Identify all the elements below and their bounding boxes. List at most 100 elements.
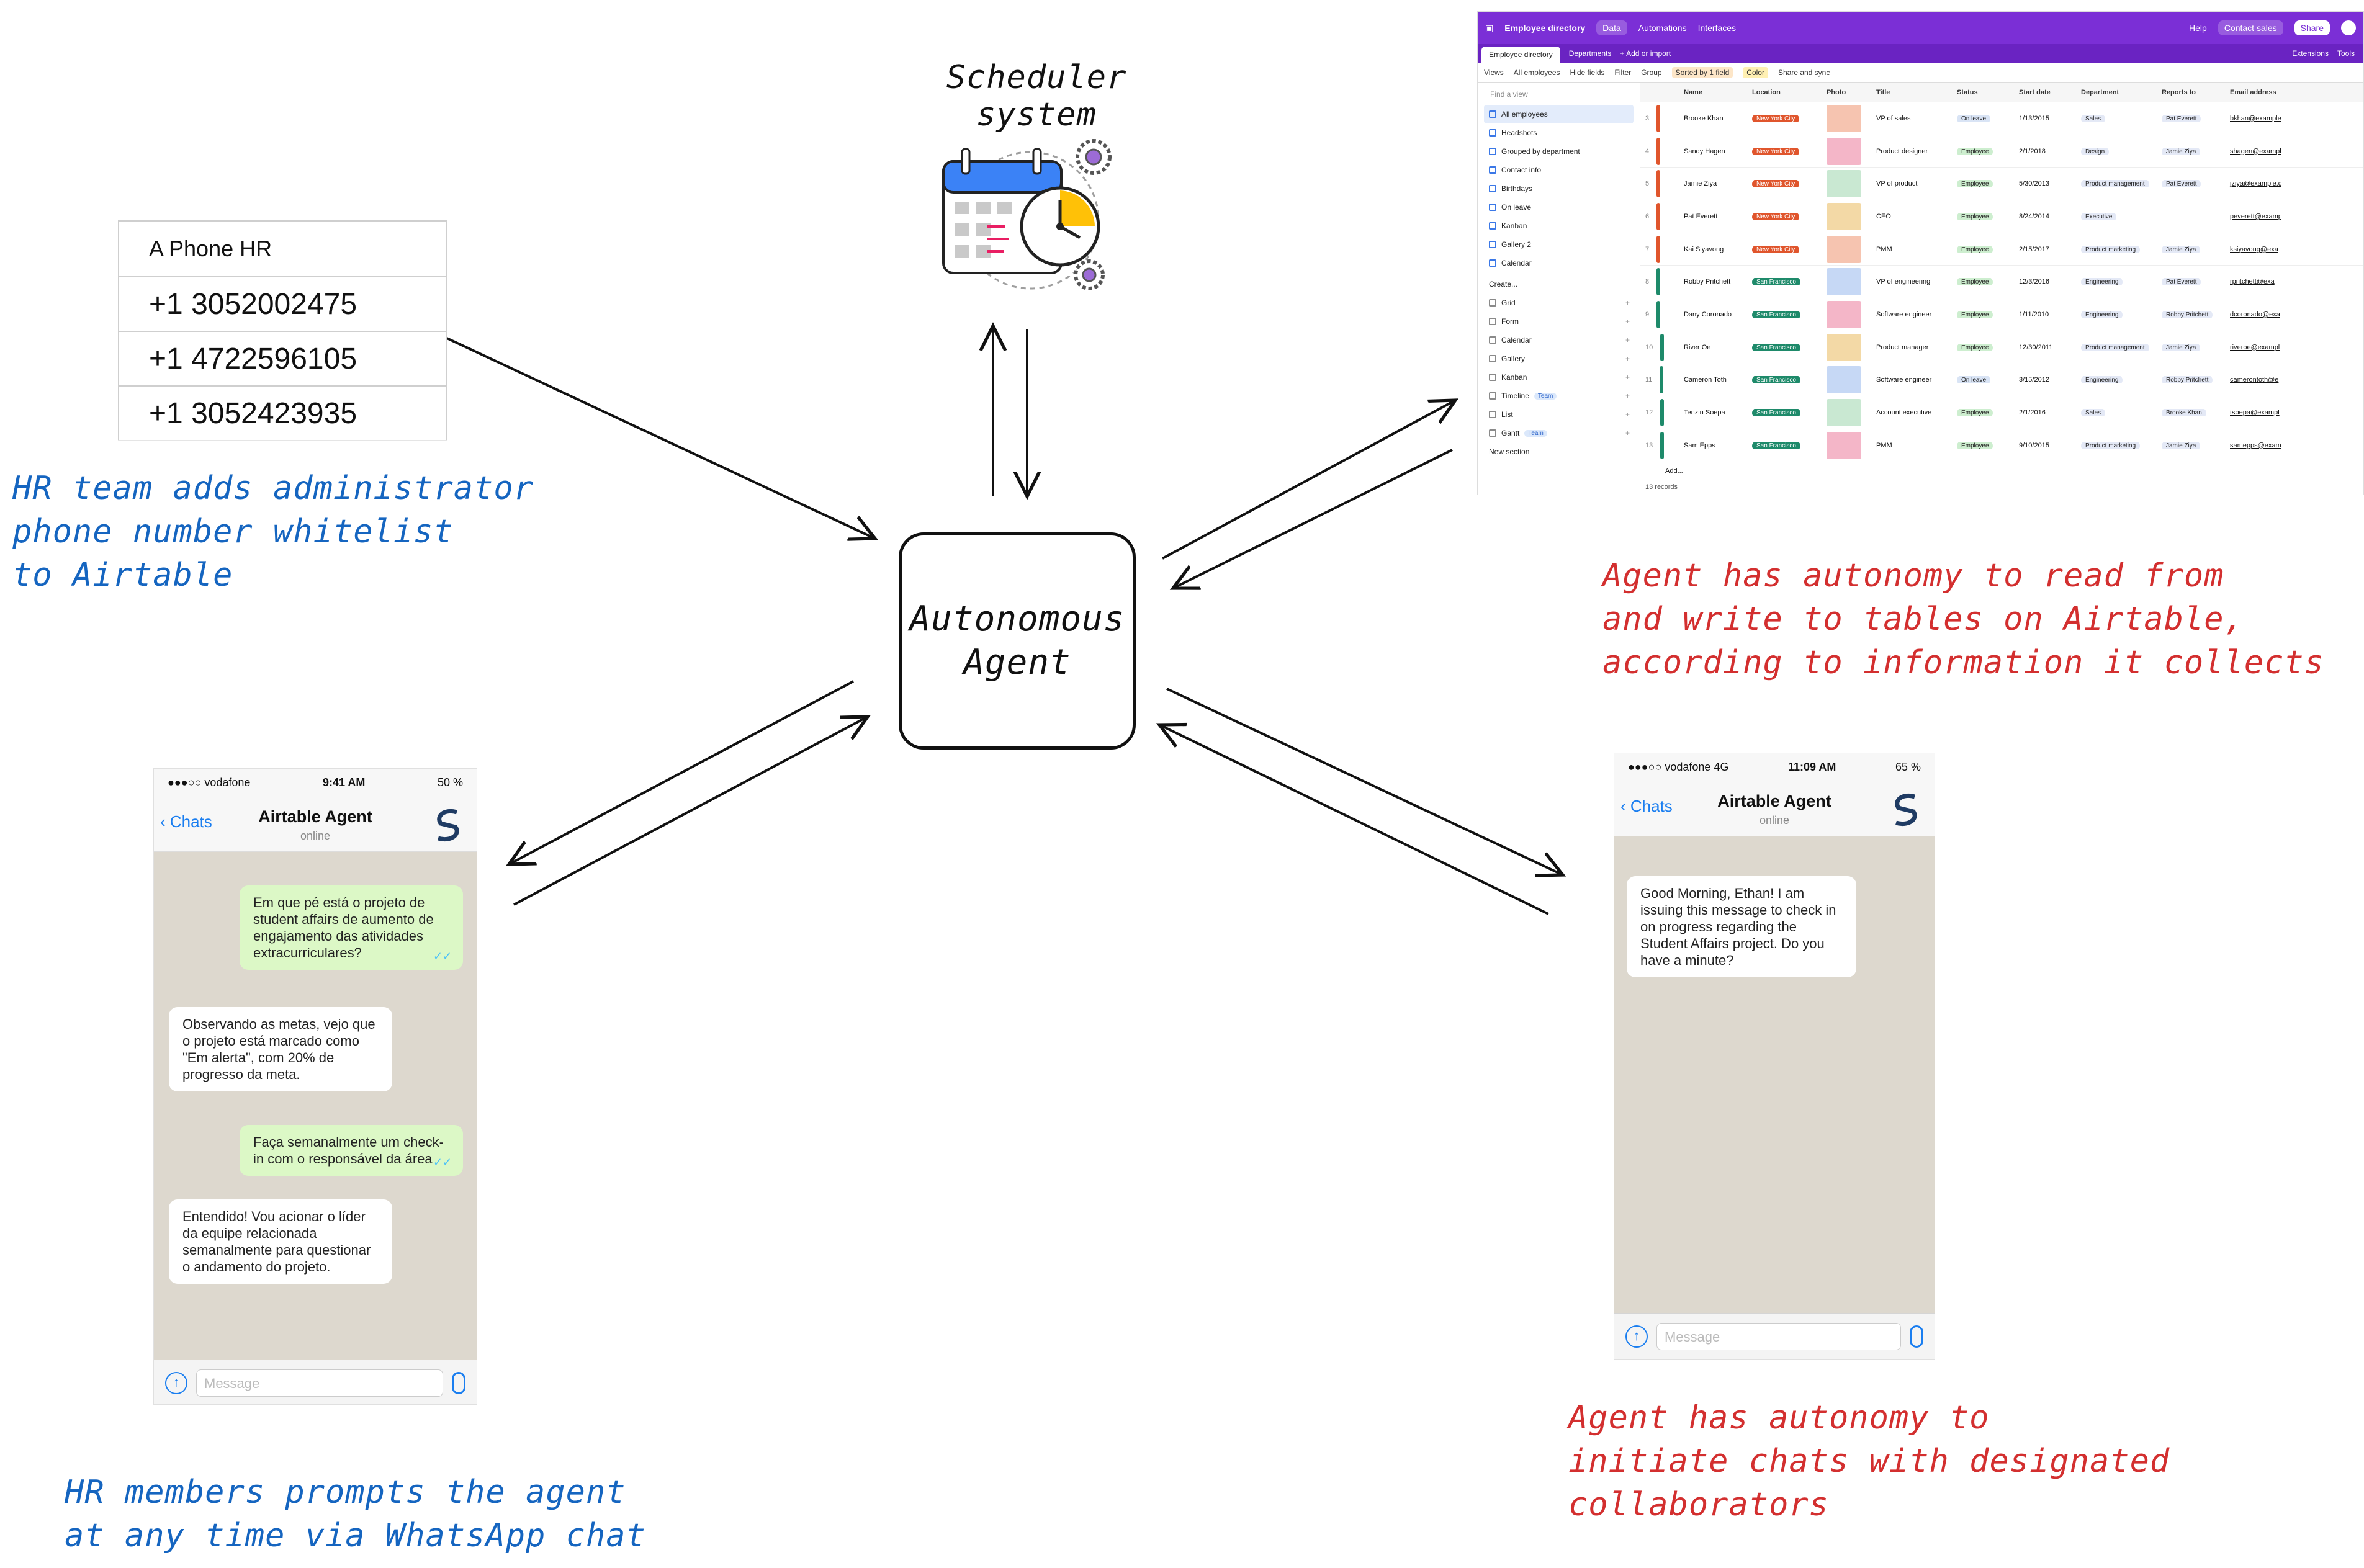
location-cell[interactable]: New York City xyxy=(1747,114,1822,122)
name-cell[interactable]: Jamie Ziya xyxy=(1684,180,1717,188)
location-cell[interactable]: New York City xyxy=(1747,245,1822,253)
start-date-cell[interactable]: 3/15/2012 xyxy=(2019,376,2049,384)
group-button[interactable]: Group xyxy=(1641,68,1662,77)
status-cell[interactable]: Employee xyxy=(1952,278,2014,286)
location-cell[interactable]: New York City xyxy=(1747,180,1822,188)
reports-to-cell[interactable]: Pat Everett xyxy=(2157,114,2225,122)
photo-cell[interactable] xyxy=(1822,104,1871,132)
tab-interfaces[interactable]: Interfaces xyxy=(1697,23,1737,33)
column-header[interactable]: Email address xyxy=(2230,88,2276,96)
department-cell[interactable]: Sales xyxy=(2076,409,2157,417)
name-cell[interactable]: Robby Pritchett xyxy=(1684,278,1731,286)
attach-icon[interactable]: ↑ xyxy=(1625,1325,1648,1348)
filter-button[interactable]: Filter xyxy=(1614,68,1632,77)
photo-cell[interactable] xyxy=(1822,399,1871,427)
photo-cell[interactable] xyxy=(1822,268,1871,296)
back-to-chats-button[interactable]: ‹ Chats xyxy=(160,812,212,831)
current-view-button[interactable]: All employees xyxy=(1513,68,1560,77)
status-cell[interactable]: Employee xyxy=(1952,409,2014,417)
new-section-button[interactable]: New section xyxy=(1489,447,1530,456)
share-button[interactable]: Share xyxy=(2294,20,2330,35)
photo-cell[interactable] xyxy=(1822,366,1871,394)
status-cell[interactable]: Employee xyxy=(1952,441,2014,449)
name-cell[interactable]: Pat Everett xyxy=(1684,212,1718,220)
column-header[interactable]: Start date xyxy=(2019,88,2051,96)
create-view-item[interactable]: Grid+ xyxy=(1484,293,1634,312)
status-cell[interactable]: Employee xyxy=(1952,180,2014,188)
start-date-cell[interactable]: 12/3/2016 xyxy=(2019,278,2049,286)
start-date-cell[interactable]: 2/15/2017 xyxy=(2019,245,2049,253)
view-item[interactable]: All employees xyxy=(1484,105,1634,123)
name-cell[interactable]: Brooke Khan xyxy=(1684,114,1724,122)
title-cell[interactable]: VP of sales xyxy=(1876,114,1911,122)
create-view-item[interactable]: Form+ xyxy=(1484,312,1634,331)
location-cell[interactable]: San Francisco xyxy=(1747,310,1822,318)
department-cell[interactable]: Executive xyxy=(2076,212,2157,220)
view-item[interactable]: Headshots xyxy=(1484,123,1634,142)
title-cell[interactable]: Software engineer xyxy=(1876,376,1932,384)
email-cell[interactable]: dcoronado@exa xyxy=(2230,310,2280,318)
name-cell[interactable]: Sandy Hagen xyxy=(1684,147,1725,155)
start-date-cell[interactable]: 1/11/2010 xyxy=(2019,310,2049,318)
view-item[interactable]: Gallery 2 xyxy=(1484,235,1634,254)
name-cell[interactable]: Cameron Toth xyxy=(1684,376,1727,384)
create-view-item[interactable]: Kanban+ xyxy=(1484,368,1634,387)
name-cell[interactable]: River Oe xyxy=(1684,343,1711,351)
photo-cell[interactable] xyxy=(1822,300,1871,328)
color-button[interactable]: Color xyxy=(1743,66,1768,78)
photo-cell[interactable] xyxy=(1822,202,1871,230)
column-header[interactable]: Photo xyxy=(1827,88,1846,96)
title-cell[interactable]: PMM xyxy=(1876,441,1892,449)
department-cell[interactable]: Sales xyxy=(2076,114,2157,122)
title-cell[interactable]: PMM xyxy=(1876,245,1892,253)
location-cell[interactable]: San Francisco xyxy=(1747,376,1822,384)
tab-automations[interactable]: Automations xyxy=(1638,23,1687,33)
add-record-row[interactable]: Add... xyxy=(1640,462,2363,480)
reports-to-cell[interactable]: Jamie Ziya xyxy=(2157,147,2225,155)
email-cell[interactable]: bkhan@example xyxy=(2230,114,2281,122)
status-cell[interactable]: Employee xyxy=(1952,310,2014,318)
location-cell[interactable]: San Francisco xyxy=(1747,278,1822,286)
view-item[interactable]: Grouped by department xyxy=(1484,142,1634,161)
reports-to-cell[interactable]: Robby Pritchett xyxy=(2157,310,2225,318)
start-date-cell[interactable]: 2/1/2016 xyxy=(2019,409,2046,417)
name-cell[interactable]: Sam Epps xyxy=(1684,441,1715,449)
department-cell[interactable]: Engineering xyxy=(2076,376,2157,384)
reports-to-cell[interactable]: Jamie Ziya xyxy=(2157,441,2225,449)
hide-fields-button[interactable]: Hide fields xyxy=(1570,68,1605,77)
view-item[interactable]: Birthdays xyxy=(1484,179,1634,198)
tools-button[interactable]: Tools xyxy=(2337,49,2355,58)
extensions-button[interactable]: Extensions xyxy=(2292,49,2329,58)
start-date-cell[interactable]: 2/1/2018 xyxy=(2019,147,2046,155)
email-cell[interactable]: tsoepa@exampl xyxy=(2230,409,2280,417)
title-cell[interactable]: CEO xyxy=(1876,212,1891,220)
title-cell[interactable]: VP of engineering xyxy=(1876,278,1931,286)
help-button[interactable]: Help xyxy=(2189,23,2207,33)
column-header[interactable]: Title xyxy=(1876,88,1890,96)
create-view-item[interactable]: List+ xyxy=(1484,405,1634,424)
name-cell[interactable]: Tenzin Soepa xyxy=(1684,409,1725,417)
view-item[interactable]: On leave xyxy=(1484,198,1634,217)
views-button[interactable]: Views xyxy=(1484,68,1504,77)
microphone-icon[interactable] xyxy=(1910,1325,1923,1348)
contact-sales-button[interactable]: Contact sales xyxy=(2218,20,2283,35)
attach-icon[interactable]: ↑ xyxy=(165,1371,187,1394)
airtable-base-name[interactable]: Employee directory xyxy=(1504,23,1586,33)
agent-logo-icon[interactable] xyxy=(432,807,464,843)
photo-cell[interactable] xyxy=(1822,431,1871,459)
email-cell[interactable]: camerontoth@e xyxy=(2230,376,2279,384)
name-cell[interactable]: Kai Siyavong xyxy=(1684,245,1724,253)
status-cell[interactable]: Employee xyxy=(1952,245,2014,253)
tab-data[interactable]: Data xyxy=(1596,20,1627,35)
status-cell[interactable]: Employee xyxy=(1952,343,2014,351)
title-cell[interactable]: Account executive xyxy=(1876,409,1932,417)
email-cell[interactable]: ksiyavong@exa xyxy=(2230,245,2278,253)
